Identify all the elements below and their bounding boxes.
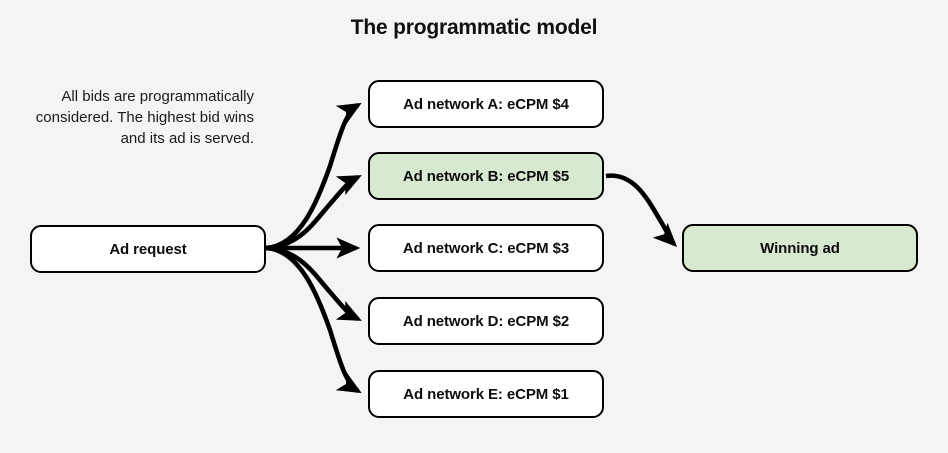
edge-request-to-network-e (265, 245, 362, 394)
node-ad-network-c[interactable]: Ad network C: eCPM $3 (368, 224, 604, 272)
node-ad-network-b[interactable]: Ad network B: eCPM $5 (368, 152, 604, 200)
node-ad-network-b-label: Ad network B: eCPM $5 (402, 167, 570, 185)
node-ad-request[interactable]: Ad request (30, 225, 266, 273)
edge-network-b-to-winner (605, 173, 678, 248)
edge-request-to-network-d (265, 245, 362, 322)
node-winning-ad-label: Winning ad (760, 239, 840, 257)
node-ad-network-a-label: Ad network A: eCPM $4 (403, 95, 569, 113)
node-ad-request-label: Ad request (109, 240, 187, 258)
description-text: All bids are programmatically considered… (35, 88, 254, 147)
node-ad-network-d[interactable]: Ad network D: eCPM $2 (368, 297, 604, 345)
node-ad-network-e-label: Ad network E: eCPM $1 (403, 385, 569, 403)
page-title: The programmatic model (350, 16, 598, 39)
edge-request-to-network-a (265, 102, 362, 251)
node-ad-network-c-label: Ad network C: eCPM $3 (402, 239, 570, 257)
node-ad-network-e[interactable]: Ad network E: eCPM $1 (368, 370, 604, 418)
edge-request-to-network-b (265, 174, 362, 251)
node-ad-network-d-label: Ad network D: eCPM $2 (402, 312, 570, 330)
node-winning-ad[interactable]: Winning ad (682, 224, 918, 272)
node-ad-network-a[interactable]: Ad network A: eCPM $4 (368, 80, 604, 128)
